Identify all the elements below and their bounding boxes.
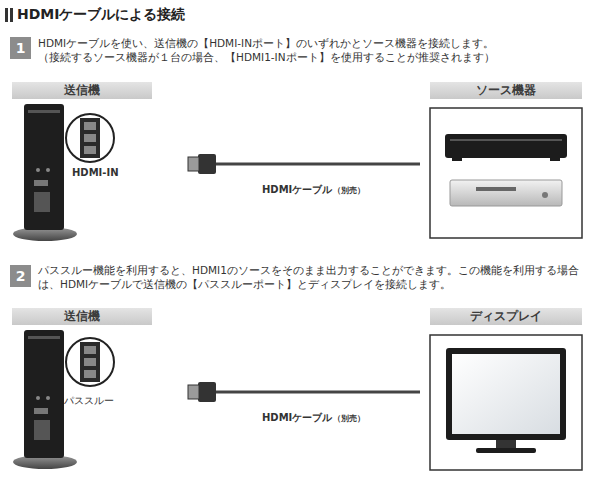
port-label: HDMI-IN [72,166,119,179]
source-devices [430,108,582,238]
header-band: 送信機 [12,308,152,325]
step-number: 1 [10,37,31,59]
step-note: （接続するソース機器が１台の場合、【HDMI1-INポート】を使用することが推奨… [38,51,495,65]
hdmi-cable [188,382,420,402]
header-text: ソース機器 [476,82,536,99]
display-device [430,335,582,470]
title-bar [10,8,13,22]
cable-note: （別売） [333,414,365,424]
header-text: 送信機 [64,82,100,99]
title: HDMIケーブルによる接続 [17,5,185,23]
step-text: パススルー機能を利用すると、HDMI1のソースをそのまま出力することができます。… [38,263,583,291]
step-number-text: 1 [16,40,26,56]
step-number-text: 2 [16,268,26,284]
cable-label: HDMIケーブル [262,411,332,424]
cable-label: HDMIケーブル [262,183,332,196]
title-bar [5,8,8,22]
header-text: 送信機 [64,308,100,325]
header-band: ソース機器 [430,82,582,99]
header-band: ディスプレイ [430,308,582,325]
header-text: ディスプレイ [470,308,542,325]
transmitter-icon [13,330,114,469]
step-number: 2 [10,265,31,287]
cable-note: （別売） [333,186,365,196]
header-band: 送信機 [12,82,152,99]
port-label: パススルー [64,394,114,407]
step-text: HDMIケーブルを使い、送信機の【HDMI-INポート】のいずれかとソース機器を… [38,37,494,51]
hdmi-cable [188,154,420,174]
